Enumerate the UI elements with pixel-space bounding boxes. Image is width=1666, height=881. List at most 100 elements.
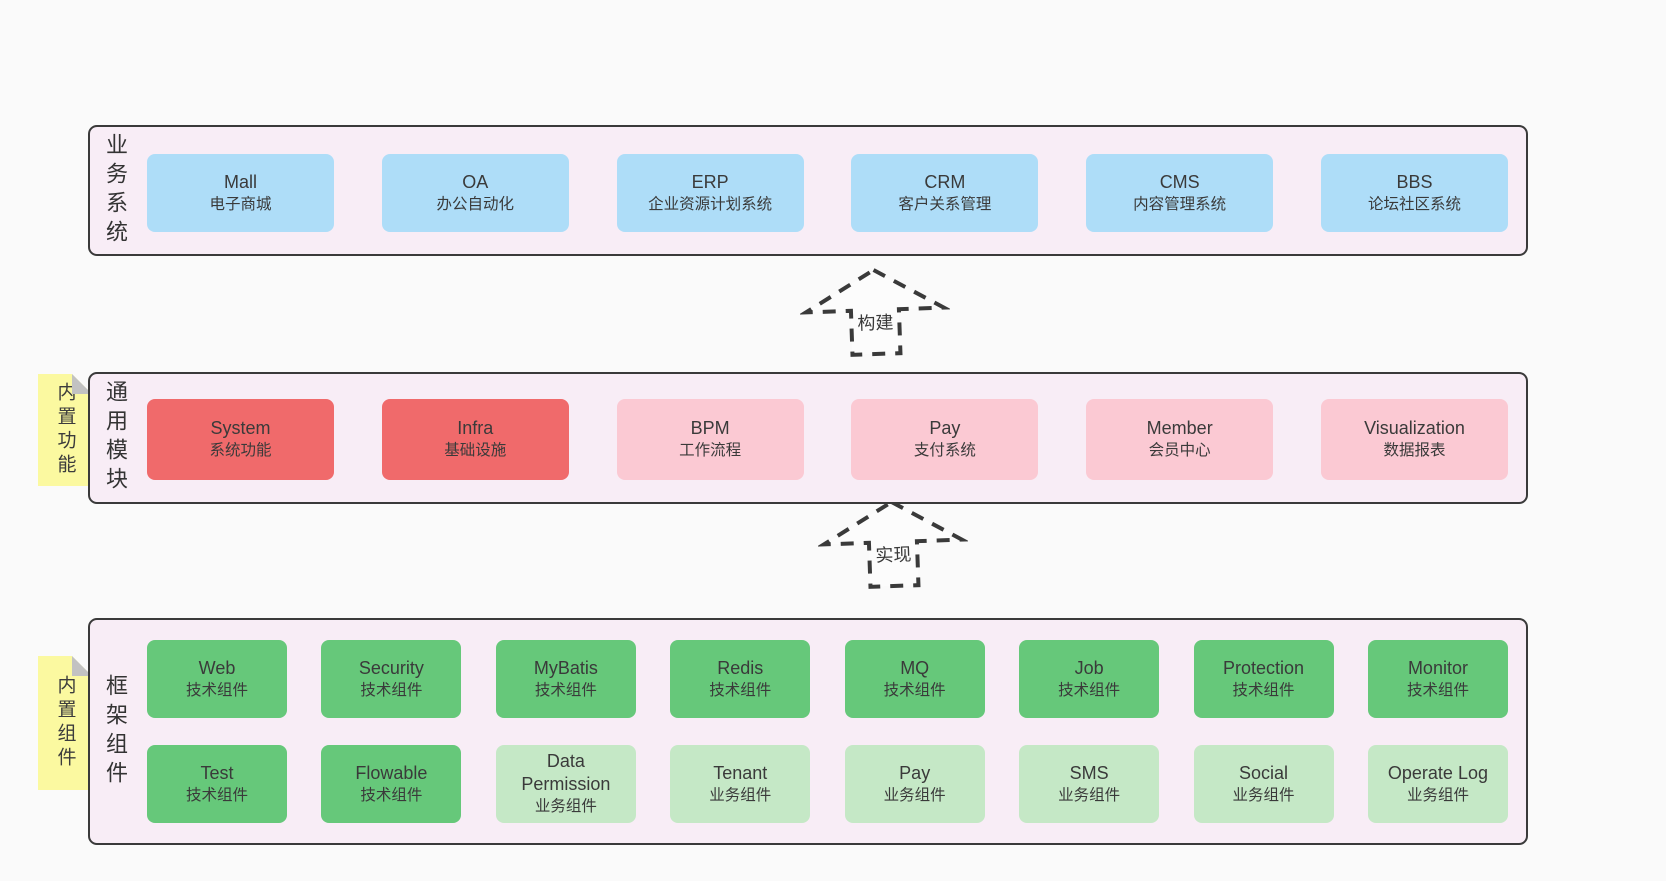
box-mall-title: Mall — [223, 171, 257, 192]
box-monitor-title: Monitor — [1407, 657, 1468, 678]
component-layer-label: 框架组件 — [103, 620, 128, 843]
box-web-title: Web — [198, 657, 236, 678]
box-erp-title: ERP — [691, 171, 729, 192]
dashed-up-arrow-icon: 构建 — [798, 267, 952, 357]
module-layer-label-text: 通用模块 — [103, 380, 128, 496]
implement-arrow: 实现 — [816, 495, 970, 592]
box-visualization-subtitle: 数据报表 — [1383, 442, 1446, 459]
box-test-subtitle: 技术组件 — [185, 786, 248, 804]
box-operate-log-subtitle: 业务组件 — [1406, 786, 1469, 804]
box-bbs-subtitle: 论坛社区系统 — [1367, 195, 1461, 213]
box-operate-log-title: Operate Log — [1387, 762, 1488, 783]
box-tenant-title: Tenant — [713, 762, 768, 783]
box-cms-title: CMS — [1159, 171, 1200, 192]
box-operate-log: Operate Log 业务组件 — [1367, 745, 1508, 823]
box-mq-title: MQ — [900, 657, 930, 678]
box-monitor: Monitor 技术组件 — [1367, 640, 1508, 718]
box-security-title: Security — [358, 657, 424, 678]
box-job-title: Job — [1074, 657, 1104, 678]
box-pay-module-title: Pay — [929, 418, 961, 438]
implement-arrow-label: 实现 — [875, 544, 912, 565]
box-member: Member 会员中心 — [1086, 399, 1274, 480]
box-cms-subtitle: 内容管理系统 — [1133, 195, 1227, 213]
dashed-up-arrow-icon: 实现 — [816, 499, 970, 589]
box-visualization: Visualization 数据报表 — [1320, 399, 1508, 480]
box-system-title: System — [210, 418, 271, 438]
box-test: Test 技术组件 — [147, 745, 287, 823]
box-mall-subtitle: 电子商城 — [209, 195, 272, 213]
box-data-permission-subtitle: 业务组件 — [534, 798, 597, 815]
box-protection-title: Protection — [1223, 657, 1305, 678]
box-erp-subtitle: 企业资源计划系统 — [648, 195, 773, 213]
sticky-built-in-components-text: 内置组件 — [54, 675, 76, 771]
box-flowable-title: Flowable — [355, 762, 428, 783]
box-web-subtitle: 技术组件 — [185, 681, 248, 699]
module-box-row: System 系统功能 Infra 基础设施 BPM 工作流程 Pay 支付系统… — [147, 399, 1508, 480]
box-job: Job 技术组件 — [1019, 640, 1160, 718]
box-mybatis-subtitle: 技术组件 — [534, 681, 597, 699]
box-bpm-subtitle: 工作流程 — [679, 442, 742, 459]
box-data-permission: Data Permission 业务组件 — [495, 745, 636, 823]
module-layer-container: 通用模块 System 系统功能 Infra 基础设施 BPM 工作流程 Pay… — [88, 372, 1528, 504]
box-system-subtitle: 系统功能 — [209, 442, 272, 459]
box-mybatis: MyBatis 技术组件 — [495, 640, 636, 718]
component-box-row-1: Web 技术组件 Security 技术组件 MyBatis 技术组件 Redi… — [147, 640, 1508, 718]
box-pay-component: Pay 业务组件 — [844, 745, 985, 823]
box-pay-component-title: Pay — [899, 762, 931, 783]
sticky-built-in-functions-text: 内置功能 — [54, 382, 76, 478]
box-crm-subtitle: 客户关系管理 — [898, 195, 992, 213]
box-social-subtitle: 业务组件 — [1232, 786, 1295, 804]
box-bpm: BPM 工作流程 — [616, 399, 804, 480]
box-infra-subtitle: 基础设施 — [444, 442, 507, 459]
box-pay-module: Pay 支付系统 — [851, 399, 1039, 480]
box-sms-subtitle: 业务组件 — [1058, 786, 1121, 804]
box-mq: MQ 技术组件 — [844, 640, 985, 718]
box-erp: ERP 企业资源计划系统 — [616, 154, 804, 232]
box-member-title: Member — [1146, 418, 1213, 438]
box-mq-subtitle: 技术组件 — [883, 681, 946, 699]
box-tenant: Tenant 业务组件 — [670, 745, 811, 823]
box-bbs-title: BBS — [1396, 171, 1433, 192]
sticky-built-in-functions: 内置功能 — [38, 374, 92, 486]
box-pay-module-subtitle: 支付系统 — [913, 442, 976, 459]
box-system: System 系统功能 — [147, 399, 334, 480]
module-layer-label: 通用模块 — [103, 374, 128, 502]
component-layer-label-text: 框架组件 — [103, 673, 128, 790]
business-layer-label-text: 业务系统 — [103, 132, 128, 249]
box-oa: OA 办公自动化 — [381, 154, 569, 232]
box-mall: Mall 电子商城 — [147, 154, 334, 232]
box-security-subtitle: 技术组件 — [360, 681, 423, 699]
box-infra: Infra 基础设施 — [381, 399, 569, 480]
box-data-permission-title: Data Permission — [521, 751, 611, 794]
box-member-subtitle: 会员中心 — [1148, 442, 1211, 459]
component-box-row-2: Test 技术组件 Flowable 技术组件 Data Permission … — [147, 745, 1508, 823]
box-oa-subtitle: 办公自动化 — [436, 195, 515, 213]
business-box-row: Mall 电子商城 OA 办公自动化 ERP 企业资源计划系统 CRM 客户关系… — [147, 154, 1508, 232]
build-arrow-label: 构建 — [857, 312, 894, 333]
box-monitor-subtitle: 技术组件 — [1406, 681, 1469, 699]
box-social-title: Social — [1239, 762, 1289, 783]
box-redis: Redis 技术组件 — [670, 640, 811, 718]
box-cms: CMS 内容管理系统 — [1086, 154, 1274, 232]
box-protection: Protection 技术组件 — [1193, 640, 1334, 718]
box-bpm-title: BPM — [690, 418, 730, 438]
box-visualization-title: Visualization — [1364, 418, 1465, 438]
build-arrow: 构建 — [798, 263, 952, 360]
box-job-subtitle: 技术组件 — [1058, 681, 1121, 699]
box-redis-title: Redis — [717, 657, 764, 678]
box-sms: SMS 业务组件 — [1019, 745, 1160, 823]
box-flowable-subtitle: 技术组件 — [360, 786, 423, 804]
sticky-built-in-components: 内置组件 — [38, 656, 92, 790]
box-flowable: Flowable 技术组件 — [321, 745, 462, 823]
business-layer-container: 业务系统 Mall 电子商城 OA 办公自动化 ERP 企业资源计划系统 CRM… — [88, 125, 1528, 256]
box-security: Security 技术组件 — [321, 640, 462, 718]
component-layer-container: 框架组件 Web 技术组件 Security 技术组件 MyBatis 技术组件… — [88, 618, 1528, 845]
box-bbs: BBS 论坛社区系统 — [1320, 154, 1508, 232]
box-protection-subtitle: 技术组件 — [1232, 681, 1295, 699]
box-sms-title: SMS — [1069, 762, 1109, 783]
box-crm-title: CRM — [924, 171, 966, 192]
box-tenant-subtitle: 业务组件 — [709, 786, 772, 804]
box-web: Web 技术组件 — [147, 640, 287, 718]
box-pay-component-subtitle: 业务组件 — [883, 786, 946, 804]
